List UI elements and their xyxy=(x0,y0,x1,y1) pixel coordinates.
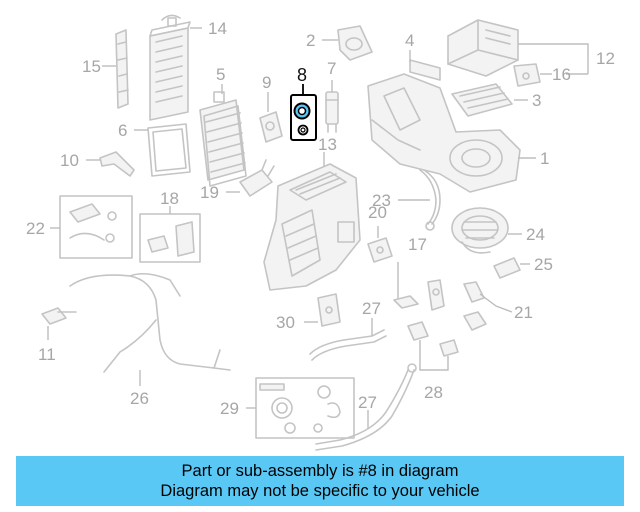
callout-23: 23 xyxy=(372,191,391,210)
callout-1: 1 xyxy=(540,149,549,168)
callout-2: 2 xyxy=(306,31,315,50)
callout-22: 22 xyxy=(26,219,45,238)
callout-20: 20 xyxy=(368,203,387,222)
part-connector[interactable] xyxy=(41,307,77,340)
callout-10: 10 xyxy=(60,151,79,170)
info-banner: Part or sub-assembly is #8 in diagram Di… xyxy=(16,456,624,506)
callout-30: 30 xyxy=(276,313,295,332)
part-bracket-set[interactable] xyxy=(50,195,133,259)
part-resistor[interactable] xyxy=(226,159,275,197)
part-wiring-harness[interactable] xyxy=(69,272,231,386)
callout-25: 25 xyxy=(534,255,553,274)
part-blower-motor[interactable] xyxy=(451,207,522,254)
part-actuator-housing[interactable] xyxy=(447,19,589,77)
part-hvac-housing[interactable] xyxy=(263,152,361,291)
part-sensor-group[interactable] xyxy=(393,262,445,311)
callout-4: 4 xyxy=(405,31,414,50)
part-heater-core[interactable] xyxy=(149,14,202,121)
callout-24: 24 xyxy=(526,225,545,244)
callout-12: 12 xyxy=(596,49,615,68)
callout-11: 11 xyxy=(38,345,56,364)
part-hardware-kit[interactable] xyxy=(139,206,201,263)
callout-9: 9 xyxy=(262,73,271,92)
callout-19: 19 xyxy=(200,183,219,202)
part-actuator-motor[interactable] xyxy=(367,226,393,263)
callout-21: 21 xyxy=(514,303,533,322)
callout-17: 17 xyxy=(408,235,427,254)
part-cabin-filter[interactable] xyxy=(451,83,528,117)
part-sensor[interactable] xyxy=(325,80,339,133)
parts-diagram: 14 15 5 9 8 2 7 4 12 16 3 6 10 13 1 19 2… xyxy=(26,14,615,451)
banner-line-1: Part or sub-assembly is #8 in diagram xyxy=(181,462,459,480)
callout-27-upper: 27 xyxy=(362,299,381,318)
part-blower-housing[interactable] xyxy=(367,73,536,193)
part-sensor-pair[interactable] xyxy=(463,281,513,331)
part-actuator[interactable] xyxy=(513,58,589,87)
part-flap[interactable] xyxy=(409,50,441,81)
part-8-o-ring-kit[interactable] xyxy=(290,84,317,141)
callout-8: 8 xyxy=(297,65,307,85)
callout-16: 16 xyxy=(552,65,571,84)
callout-13: 13 xyxy=(318,135,337,154)
callout-3: 3 xyxy=(532,91,541,110)
callout-7: 7 xyxy=(327,59,336,78)
part-small-filter[interactable] xyxy=(493,257,530,279)
callout-6: 6 xyxy=(118,121,127,140)
part-fittings[interactable] xyxy=(407,321,459,371)
callout-15: 15 xyxy=(82,57,101,76)
callout-5: 5 xyxy=(216,65,225,84)
part-seal-strip[interactable] xyxy=(102,29,129,109)
callout-28: 28 xyxy=(424,383,443,402)
banner-line-2: Diagram may not be specific to your vehi… xyxy=(160,482,480,500)
callout-29: 29 xyxy=(220,399,239,418)
part-drain-tube[interactable] xyxy=(398,169,441,231)
callout-18: 18 xyxy=(160,189,179,208)
part-evaporator[interactable] xyxy=(199,84,247,187)
part-bracket[interactable] xyxy=(86,151,135,177)
part-switch[interactable] xyxy=(304,293,341,327)
callout-26: 26 xyxy=(130,389,149,408)
callout-14: 14 xyxy=(208,19,227,38)
callout-27-lower: 27 xyxy=(358,393,377,412)
part-gasket-frame[interactable] xyxy=(134,123,191,177)
part-hose-upper[interactable] xyxy=(309,318,387,361)
part-valve-bracket[interactable] xyxy=(259,92,283,143)
part-hose-lower[interactable] xyxy=(315,363,417,451)
part-cover-seal[interactable] xyxy=(322,25,373,61)
part-fittings-kit[interactable] xyxy=(246,377,355,439)
